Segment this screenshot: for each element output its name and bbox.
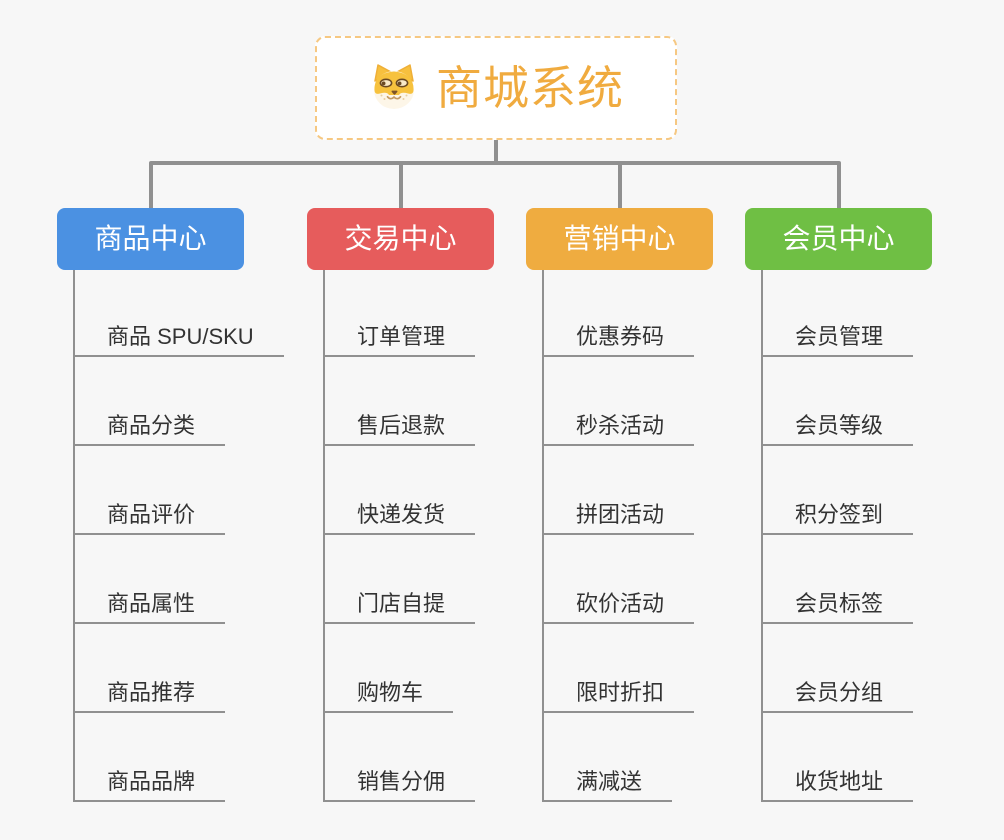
root-node-title: 商城系统: [436, 62, 624, 114]
child-topic[interactable]: 会员标签: [761, 535, 914, 624]
connector-root-drop: [494, 140, 498, 165]
child-topic-label: 会员分组: [795, 680, 884, 705]
connector-horizontal-bus: [149, 161, 841, 165]
child-topic-label: 收货地址: [795, 769, 884, 794]
child-topic[interactable]: 售后退款: [323, 357, 476, 446]
child-topic-label: 订单管理: [357, 324, 446, 349]
branch-children-list-marketing: 优惠券码 秒杀活动 拼团活动 砍价活动 限时折扣 满减送: [542, 268, 695, 802]
child-topic[interactable]: 商品属性: [73, 535, 226, 624]
child-topic[interactable]: 优惠券码: [542, 268, 695, 357]
child-topic[interactable]: 满减送: [542, 713, 673, 802]
branch-trunk-member: [761, 270, 763, 802]
child-topic-label: 商品属性: [107, 591, 196, 616]
child-topic-label: 积分签到: [795, 502, 884, 527]
child-topic-label: 商品分类: [107, 413, 196, 438]
branch-children-list-trade: 订单管理 售后退款 快递发货 门店自提 购物车 销售分佣: [323, 268, 476, 802]
connector-drop-product: [149, 163, 153, 210]
child-topic-label: 砍价活动: [576, 591, 665, 616]
child-topic-label: 满减送: [576, 769, 643, 794]
child-topic-label: 限时折扣: [576, 680, 665, 705]
branch-trunk-trade: [323, 270, 325, 802]
child-topic[interactable]: 砍价活动: [542, 535, 695, 624]
child-topic-label: 售后退款: [357, 413, 446, 438]
connector-drop-trade: [399, 163, 403, 210]
child-topic-label: 商品 SPU/SKU: [107, 324, 254, 349]
child-topic[interactable]: 订单管理: [323, 268, 476, 357]
child-topic[interactable]: 会员分组: [761, 624, 914, 713]
child-topic-label: 优惠券码: [576, 324, 665, 349]
child-topic[interactable]: 秒杀活动: [542, 357, 695, 446]
dog-face-icon: [374, 64, 414, 109]
child-topic[interactable]: 会员管理: [761, 268, 914, 357]
child-topic-label: 商品品牌: [107, 769, 196, 794]
child-topic[interactable]: 商品品牌: [73, 713, 226, 802]
child-topic[interactable]: 门店自提: [323, 535, 476, 624]
branch-node-member-center[interactable]: 会员中心: [745, 208, 932, 270]
branch-node-product-center[interactable]: 商品中心: [57, 208, 244, 270]
branch-children-list-product: 商品 SPU/SKU 商品分类 商品评价 商品属性 商品推荐 商品品牌: [73, 268, 284, 802]
child-topic[interactable]: 限时折扣: [542, 624, 695, 713]
connector-drop-marketing: [618, 163, 622, 210]
child-topic-label: 商品推荐: [107, 680, 196, 705]
child-topic-label: 秒杀活动: [576, 413, 665, 438]
child-topic-label: 会员管理: [795, 324, 884, 349]
child-topic[interactable]: 购物车: [323, 624, 454, 713]
branch-children-list-member: 会员管理 会员等级 积分签到 会员标签 会员分组 收货地址: [761, 268, 914, 802]
child-topic[interactable]: 积分签到: [761, 446, 914, 535]
child-topic[interactable]: 收货地址: [761, 713, 914, 802]
child-topic[interactable]: 商品分类: [73, 357, 226, 446]
child-topic-label: 会员标签: [795, 591, 884, 616]
branch-trunk-product: [73, 270, 75, 802]
child-topic[interactable]: 商品推荐: [73, 624, 226, 713]
branch-node-marketing-center[interactable]: 营销中心: [526, 208, 713, 270]
child-topic-label: 销售分佣: [357, 769, 446, 794]
child-topic[interactable]: 商品 SPU/SKU: [73, 268, 284, 357]
branch-node-trade-center[interactable]: 交易中心: [307, 208, 494, 270]
child-topic[interactable]: 会员等级: [761, 357, 914, 446]
child-topic-label: 购物车: [357, 680, 424, 705]
child-topic[interactable]: 快递发货: [323, 446, 476, 535]
root-node[interactable]: 商城系统: [315, 36, 677, 140]
child-topic-label: 门店自提: [357, 591, 446, 616]
child-topic-label: 会员等级: [795, 413, 884, 438]
child-topic[interactable]: 拼团活动: [542, 446, 695, 535]
child-topic[interactable]: 销售分佣: [323, 713, 476, 802]
child-topic-label: 商品评价: [107, 502, 196, 527]
branch-trunk-marketing: [542, 270, 544, 802]
child-topic-label: 快递发货: [357, 502, 446, 527]
child-topic-label: 拼团活动: [576, 502, 665, 527]
connector-drop-member: [837, 163, 841, 210]
child-topic[interactable]: 商品评价: [73, 446, 226, 535]
